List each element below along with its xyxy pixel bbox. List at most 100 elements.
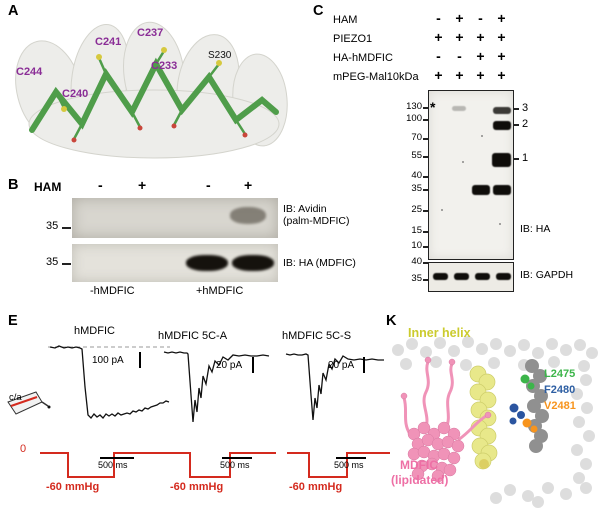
residue-spheres xyxy=(509,374,538,433)
inner-helix-label: Inner helix xyxy=(408,326,471,340)
mw-marker: 35 xyxy=(46,256,59,268)
current-scale-label: 20 pA xyxy=(216,360,243,371)
cryoem-density-structure xyxy=(15,21,288,159)
panel-a-label: A xyxy=(8,3,19,19)
speckle xyxy=(481,135,483,137)
condition-sign: + xyxy=(476,67,485,83)
band-number: 3 xyxy=(522,102,529,114)
blot-band xyxy=(493,121,511,130)
current-scale-label: 20 pA xyxy=(328,360,355,371)
ib-avidin-label: IB: Avidin xyxy=(283,203,327,215)
mw-marker: 40 xyxy=(411,256,422,267)
mdfic-label-2: (lipidated) xyxy=(391,473,449,487)
current-scale-bar xyxy=(252,357,254,373)
residue-label-f2480: F2480 xyxy=(544,384,576,396)
residue-label-s230: S230 xyxy=(208,50,232,61)
mw-marker: 15 xyxy=(411,225,422,236)
mw-marker: 55 xyxy=(411,150,422,161)
ham-sign: - xyxy=(206,177,211,193)
condition-sign: + xyxy=(434,67,443,83)
panel-c-label: C xyxy=(313,3,324,19)
current-scale-label: 100 pA xyxy=(92,355,124,366)
mw-tick xyxy=(423,279,428,281)
condition-name: mPEG-Mal10kDa xyxy=(333,71,419,83)
current-trace-5c-a xyxy=(163,351,270,423)
panel-e-label: E xyxy=(8,313,18,329)
lipid-spheres xyxy=(392,336,598,508)
ham-sign: + xyxy=(138,177,147,193)
time-scale-bar xyxy=(222,457,252,459)
blot-avidin xyxy=(72,198,278,238)
atom-tips xyxy=(61,47,248,143)
pipette-label: c/a xyxy=(9,392,22,403)
ib-avidin-label-2: (palm-MDFIC) xyxy=(283,215,350,227)
band-dash xyxy=(514,158,519,160)
pressure-trace xyxy=(166,452,276,478)
residue-label-c241: C241 xyxy=(95,36,122,48)
time-scale-label: 500 ms xyxy=(220,460,250,470)
mw-tick xyxy=(423,210,428,212)
residue-label-c233: C233 xyxy=(151,60,178,72)
blot-band xyxy=(186,255,228,271)
current-trace-5c-s xyxy=(285,353,384,421)
mw-tick xyxy=(423,246,428,248)
mw-marker: 100 xyxy=(406,113,422,124)
trace-title: hMDFIC 5C-S xyxy=(282,330,352,342)
mw-marker: 40 xyxy=(411,170,422,181)
blot-band xyxy=(454,273,469,280)
current-scale-bar xyxy=(363,357,365,373)
blot-band xyxy=(493,185,511,195)
group-label-plus-hmdfic: +hMDFIC xyxy=(196,285,244,297)
pressure-label: -60 mmHg xyxy=(46,481,100,493)
current-trace-hmdfic xyxy=(48,345,170,419)
time-scale-bar xyxy=(100,457,134,459)
mdfic-label: MDFIC xyxy=(400,458,438,472)
time-scale-bar xyxy=(336,457,366,459)
blot-gapdh xyxy=(428,262,514,292)
residue-label-c244: C244 xyxy=(16,66,43,78)
side-chain-sticks xyxy=(54,49,247,141)
mw-marker: 25 xyxy=(411,204,422,215)
condition-name: PIEZO1 xyxy=(333,33,373,45)
time-scale-label: 500 ms xyxy=(334,460,364,470)
condition-sign: + xyxy=(455,67,464,83)
condition-sign: - xyxy=(457,48,462,64)
blot-band xyxy=(492,153,511,167)
ham-sign: - xyxy=(98,177,103,193)
inner-helix-yellow xyxy=(469,365,498,470)
mw-marker: 70 xyxy=(411,132,422,143)
band-dash xyxy=(514,108,519,110)
mw-marker: 35 xyxy=(46,220,59,232)
condition-sign: + xyxy=(434,29,443,45)
trace-title: hMDFIC 5C-A xyxy=(158,330,228,342)
condition-sign: + xyxy=(497,10,506,26)
ham-label: HAM xyxy=(34,180,62,194)
condition-sign: + xyxy=(497,48,506,64)
mdfic-pink-spheres xyxy=(400,356,492,483)
mw-marker: 35 xyxy=(411,183,422,194)
blot-band xyxy=(493,107,511,114)
blot-band xyxy=(230,207,266,224)
blot-band xyxy=(433,273,448,280)
trace-title: hMDFIC xyxy=(74,325,115,337)
ib-ha-label: IB: HA xyxy=(520,223,551,235)
condition-sign: - xyxy=(478,10,483,26)
band-number: 2 xyxy=(522,118,529,130)
residue-label-c240: C240 xyxy=(62,88,89,100)
group-label-minus-hmdfic: -hMDFIC xyxy=(90,285,135,297)
residue-label-v2481: V2481 xyxy=(544,400,576,412)
pressure-trace xyxy=(287,452,390,478)
mw-tick xyxy=(423,262,428,264)
mw-tick xyxy=(62,263,71,265)
asterisk-marker: * xyxy=(430,99,436,115)
mw-tick xyxy=(423,107,428,109)
condition-sign: + xyxy=(455,10,464,26)
blot-band xyxy=(475,273,490,280)
lipid-anchor-sphere xyxy=(479,459,489,469)
mw-tick xyxy=(423,156,428,158)
mw-tick xyxy=(423,189,428,191)
mw-tick xyxy=(423,176,428,178)
band-dash xyxy=(514,124,519,126)
panel-b-label: B xyxy=(8,177,19,193)
mw-tick xyxy=(62,227,71,229)
